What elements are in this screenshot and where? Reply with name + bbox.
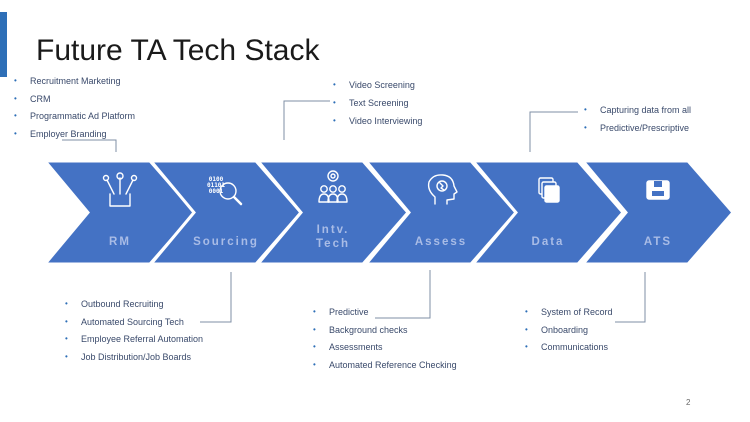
chevron-stage: Data xyxy=(469,159,625,266)
data-item: Capturing data from all xyxy=(582,105,691,123)
chevron-stage: Intv. Tech xyxy=(254,159,410,266)
stacked-pages-icon xyxy=(538,177,560,203)
stage-label: RM xyxy=(109,236,131,248)
stage-label: Sourcing xyxy=(193,236,259,248)
rm-item: Programmatic Ad Platform xyxy=(12,111,135,129)
stage-label: Intv. xyxy=(317,224,350,236)
assess-item: Background checks xyxy=(311,325,457,343)
sourcing-item: Employee Referral Automation xyxy=(63,334,203,352)
ats-item: Communications xyxy=(523,342,613,360)
people-group-icon xyxy=(318,170,348,203)
stage-label: Assess xyxy=(415,236,467,248)
sourcing-item: Outbound Recruiting xyxy=(63,299,203,317)
rm-callout: Recruitment Marketing CRM Programmatic A… xyxy=(12,76,135,146)
connector-line xyxy=(200,272,232,323)
head-brain-icon xyxy=(427,174,458,205)
stage-label: Tech xyxy=(316,238,350,250)
intv-tech-item: Video Screening xyxy=(331,80,422,98)
assess-item: Predictive xyxy=(311,307,457,325)
connector-line xyxy=(283,100,330,140)
slide-title: Future TA Tech Stack xyxy=(36,34,320,67)
assess-callout: Predictive Background checks Assessments… xyxy=(311,307,457,377)
chevron-shape xyxy=(469,159,625,266)
stage-label: ATS xyxy=(644,236,672,248)
chevron-stage: ATS xyxy=(579,159,735,266)
sourcing-item: Job Distribution/Job Boards xyxy=(63,352,203,370)
chevron-shape xyxy=(362,159,518,266)
svg-text:0001: 0001 xyxy=(209,188,224,195)
intv-tech-item: Video Interviewing xyxy=(331,116,422,134)
ats-item: System of Record xyxy=(523,307,613,325)
rm-item: Employer Branding xyxy=(12,129,135,147)
ats-item: Onboarding xyxy=(523,325,613,343)
rm-item: Recruitment Marketing xyxy=(12,76,135,94)
chevron-shape xyxy=(579,159,735,266)
intv-tech-item: Text Screening xyxy=(331,98,422,116)
sourcing-item: Automated Sourcing Tech xyxy=(63,317,203,335)
page-number: 2 xyxy=(686,398,691,407)
svg-text:0100: 0100 xyxy=(209,176,224,183)
chevron-shape xyxy=(254,159,410,266)
data-item: Predictive/Prescriptive xyxy=(582,123,691,141)
assess-item: Automated Reference Checking xyxy=(311,360,457,378)
chevron-stage: Assess xyxy=(362,159,518,266)
sourcing-callout: Outbound Recruiting Automated Sourcing T… xyxy=(63,299,203,369)
rm-item: CRM xyxy=(12,94,135,112)
svg-text:01101: 01101 xyxy=(207,182,225,189)
accent-bar xyxy=(0,12,7,77)
stage-label: Data xyxy=(532,236,565,248)
connector-line xyxy=(529,111,578,152)
chevron-shape xyxy=(147,159,303,266)
data-callout: Capturing data from all Predictive/Presc… xyxy=(582,105,691,141)
connector-line xyxy=(615,272,646,323)
hand-network-icon xyxy=(102,172,138,207)
database-box-icon xyxy=(646,180,670,200)
assess-item: Assessments xyxy=(311,342,457,360)
ats-callout: System of Record Onboarding Communicatio… xyxy=(523,307,613,360)
intv-tech-callout: Video Screening Text Screening Video Int… xyxy=(331,80,422,134)
